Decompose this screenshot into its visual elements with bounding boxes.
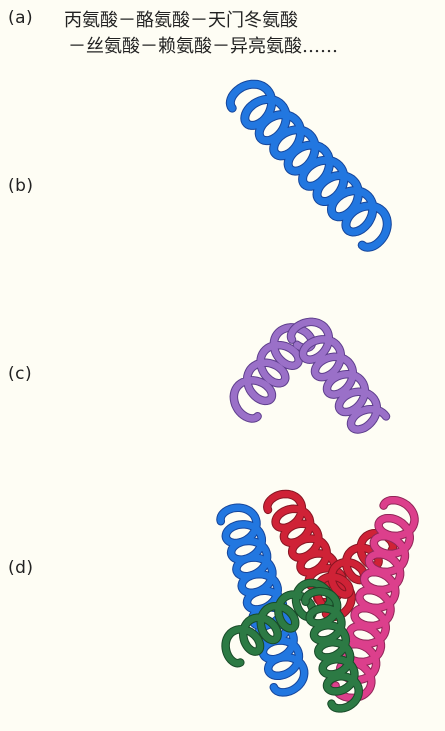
panel-label-d: (d) [8, 558, 34, 578]
panel-label-c: (c) [8, 364, 33, 384]
folded-helix-c [229, 317, 391, 434]
folded-helix-segment-right [287, 318, 390, 433]
bundle-helix-blue [217, 504, 308, 696]
bundle-helix-green-left [222, 579, 334, 667]
bundle-helix-magenta [332, 496, 418, 702]
panel-label-a: (a) [8, 8, 34, 28]
alpha-helix-b [225, 79, 392, 252]
panel-label-b: (b) [8, 176, 34, 196]
amino-acid-sequence-line-1: 丙氨酸－酪氨酸－天门冬氨酸 [64, 10, 298, 31]
alpha-helix-coil [226, 80, 391, 251]
helix-bundle-d [216, 489, 419, 713]
folded-helix-segment-left [230, 324, 316, 422]
amino-acid-sequence-line-2: －丝氨酸－赖氨酸－异亮氨酸…… [68, 36, 338, 57]
bundle-helix-green-right [302, 588, 362, 712]
